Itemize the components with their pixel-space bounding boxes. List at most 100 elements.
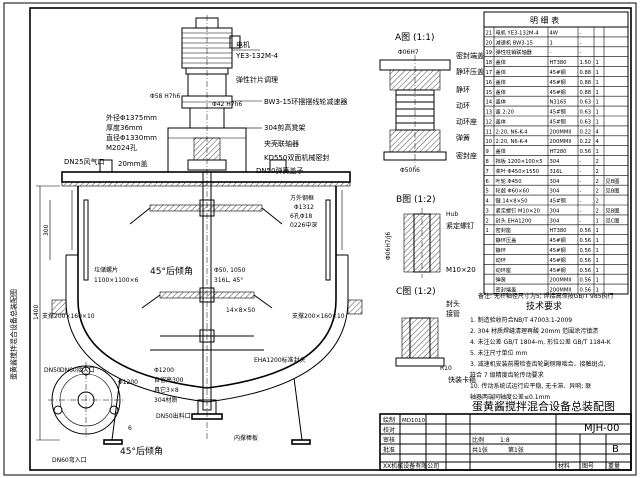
bom-cell: 弹簧 bbox=[496, 276, 506, 284]
tb-review: 审核 bbox=[383, 436, 395, 444]
bom-cell: 见C图 bbox=[606, 217, 620, 224]
outer-frame bbox=[3, 2, 637, 476]
bom-cell: 1 bbox=[596, 258, 599, 264]
bom-cell: 静环 bbox=[496, 246, 506, 254]
bom-cell: 见B图 bbox=[606, 188, 620, 195]
bom-cell: 304 bbox=[550, 159, 561, 165]
detail-c-view: C图 (1:2) 封头 接管 R10 快装卡箍 bbox=[395, 286, 476, 384]
bom-cell: 0.56 bbox=[580, 278, 592, 284]
detail-c-title: C图 (1:2) bbox=[396, 286, 436, 297]
detail-b-title: B图 (1:2) bbox=[396, 194, 436, 205]
bom-cell: 1 bbox=[596, 60, 599, 66]
a-part-1: 静环压盖 bbox=[456, 67, 484, 76]
label-leg-pcs: 304材质 bbox=[154, 396, 177, 404]
label-bolt-circle: 6孔Φ18 bbox=[290, 212, 312, 220]
bom-cell: 挡板 1200×100×5 bbox=[496, 157, 543, 165]
bom-cell: 盖 2:20 bbox=[496, 108, 515, 116]
main-annotations: 电机 YE3-132M-4 弹性针片调理 Φ58 H7h6 Φ42 H7h6 B… bbox=[42, 40, 347, 464]
main-vessel-view: 1400 300 bbox=[33, 15, 363, 445]
detail-a-view: A图 (1:1) Φ06H7 Φ50h6 密封端盖 静环压盖 静环 动环 动环座… bbox=[379, 32, 484, 174]
label-dn50-side: DN50 bbox=[44, 367, 61, 374]
bom-cell: 盖体 bbox=[496, 147, 507, 155]
bom-cell: 14 bbox=[486, 100, 493, 106]
tech-item-5: 符合 7 级精度齿轮传动要求 bbox=[470, 371, 544, 379]
tb-drawing-label: 图号 bbox=[582, 463, 594, 470]
bom-cell: 2 bbox=[596, 199, 599, 205]
bom-cell: 45#钢 bbox=[550, 78, 566, 86]
bom-cell: 304 bbox=[550, 208, 561, 214]
label-mat: 316L, 45° bbox=[214, 277, 243, 284]
label-dn60-side: DN60接入口 bbox=[60, 366, 95, 374]
bom-header: 明 细 表 bbox=[530, 15, 559, 25]
bom-cell: 10 bbox=[486, 139, 493, 145]
bom-cell: 0.22 bbox=[580, 129, 592, 135]
bom-cell: 1 bbox=[596, 278, 599, 284]
bom-cell: 4 bbox=[596, 139, 600, 145]
bom-cell: 45#钢 bbox=[550, 236, 566, 244]
bom-cell: 0.56 bbox=[580, 288, 592, 294]
tb-sheet: 共1张 bbox=[472, 446, 488, 454]
bom-cell: 200MMII bbox=[550, 288, 572, 294]
label-blade-up-dims: 1100×1100×6 bbox=[94, 277, 139, 284]
bom-cell: 45#钢 bbox=[550, 246, 566, 254]
bom-cell: 1 bbox=[596, 90, 599, 96]
bom-cell: 轮毂 Φ60×60 bbox=[496, 187, 530, 195]
bom-cell: 1 bbox=[550, 40, 553, 46]
bom-cell: - bbox=[580, 169, 582, 175]
bom-cell: 304 bbox=[550, 189, 561, 195]
bom-cell: 7 bbox=[486, 169, 489, 175]
c-part-1: 接管 bbox=[446, 309, 460, 318]
bom-cell: 1 bbox=[596, 149, 599, 155]
bom-cell: 200MMII bbox=[550, 139, 572, 145]
bom-cell: 0.56 bbox=[580, 258, 592, 264]
a-part-2: 静环 bbox=[456, 85, 470, 94]
label-bolts: M2024孔 bbox=[106, 144, 137, 152]
label-dim-id: 直径Φ1330mm bbox=[106, 133, 157, 142]
label-wind-hole: DN25风气口 bbox=[64, 157, 105, 166]
tb-drawn-no: MD1010 bbox=[402, 418, 425, 424]
label-angle-top: 45°后倾角 bbox=[150, 265, 193, 277]
label-cover: DN50弹簧盖子 bbox=[256, 166, 304, 175]
drawing-number: MJH-00 bbox=[584, 423, 619, 434]
detail-b-bolt: M10×20 bbox=[446, 266, 476, 274]
bom-cell: 0.56 bbox=[580, 238, 592, 244]
bom-cell: 316L bbox=[550, 169, 563, 175]
bom-cell: 1 bbox=[596, 110, 599, 116]
label-drain: DN50出料口 bbox=[156, 412, 191, 420]
bom-cell: 45#钢 bbox=[550, 266, 566, 274]
tech-item-1: 2. 304 材质焊缝清理再酸 20mm 范围涂污镇渍 bbox=[470, 327, 598, 335]
tb-approve: 批准 bbox=[383, 446, 395, 454]
bom-cell: 2 bbox=[486, 218, 489, 224]
a-part-5: 弹簧 bbox=[456, 133, 470, 142]
bom-cell: - bbox=[580, 218, 582, 224]
bottom-plan-view bbox=[48, 362, 124, 438]
detail-c-label: 快装卡箍 bbox=[448, 375, 476, 384]
bom-cell: 15 bbox=[486, 90, 493, 96]
height-dim: 1400 bbox=[33, 305, 40, 320]
drawing-title: 蛋黄酱搅拌混合设备总装配图 bbox=[472, 399, 615, 413]
bom-cell: 见B图 bbox=[606, 178, 620, 185]
tech-title: 技术要求 bbox=[526, 300, 562, 312]
bom-cell: 3 bbox=[486, 208, 489, 214]
bom-note: 备注: 无杆轴径尺寸为5; 焊接高须按GB/T 985执行 bbox=[478, 292, 614, 300]
bom-cell: 静环压盖 bbox=[496, 236, 517, 244]
bom-cell: 304 bbox=[550, 179, 561, 185]
detail-a-dim: Φ50h6 bbox=[400, 167, 420, 174]
bom-cell: 盖体 bbox=[496, 88, 507, 96]
tech-item-3: 5. 未注尺寸单位 mm bbox=[470, 349, 527, 357]
label-jacket: EHA1200标准封头 bbox=[254, 356, 306, 364]
bom-cell: 动环 bbox=[496, 257, 506, 264]
label-angle-bot: 45°后倾角 bbox=[120, 445, 163, 457]
label-seal: KD550双面机械密封 bbox=[264, 153, 329, 162]
tb-company: XX机械设备有限公司 bbox=[383, 462, 439, 470]
bom-cell: 4W bbox=[550, 30, 558, 36]
detail-c-r: R10 bbox=[440, 365, 452, 372]
bom-cell: - bbox=[580, 30, 582, 36]
label-bottom-blade: 内撑棒板 bbox=[234, 434, 258, 442]
bom-cell: 1 bbox=[596, 100, 599, 106]
bom-cell: 0.56 bbox=[580, 149, 592, 155]
tb-material: 材料 bbox=[558, 462, 570, 470]
label-depth: 0226中深 bbox=[290, 221, 317, 229]
